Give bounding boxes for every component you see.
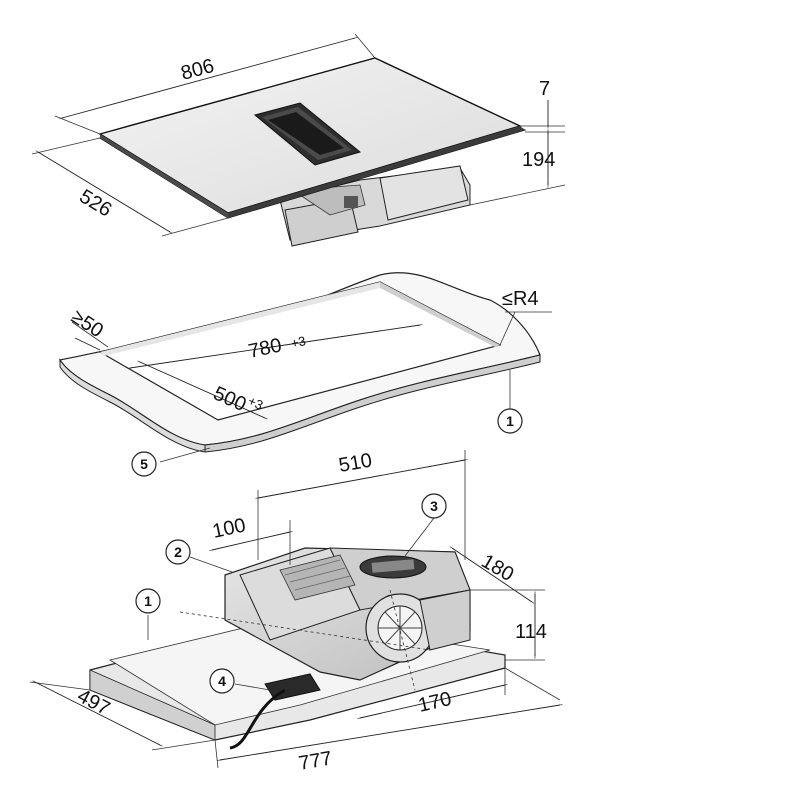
callout-4: 4: [209, 668, 235, 694]
connector-block: [344, 196, 358, 208]
cutout-depth-tolerance: +3: [246, 393, 266, 413]
svg-text:1: 1: [506, 413, 514, 429]
unit-offset-label: 100: [210, 514, 247, 542]
cooktop-illustration: [98, 57, 527, 247]
unit-outlet-label: 170: [416, 688, 453, 717]
cooktop-thickness-label: 7: [539, 78, 550, 100]
callout-5: 5: [131, 451, 157, 477]
svg-text:4: 4: [218, 673, 226, 689]
cooktop-depth-label: 526: [75, 185, 115, 221]
unit-side-label: 180: [478, 550, 518, 586]
worktop-cutout-illustration: [59, 272, 541, 453]
svg-text:5: 5: [140, 456, 148, 472]
svg-text:1: 1: [144, 593, 152, 609]
callout-markers: 1 5 2 3 1 4: [131, 408, 523, 694]
callout-3: 3: [421, 493, 447, 519]
unit-width-label: 510: [337, 449, 374, 476]
svg-text:2: 2: [174, 544, 182, 560]
callout-1-top: 1: [497, 408, 523, 434]
cooktop-height-label: 194: [522, 149, 555, 171]
extractor-unit-illustration: [89, 547, 506, 750]
unit-base-width-label: 777: [297, 747, 334, 774]
callout-1-bottom: 1: [135, 588, 161, 614]
cutout-radius-label: ≤R4: [502, 288, 539, 310]
cooktop-width-label: 806: [179, 55, 217, 85]
cutout-width-tolerance: +3: [290, 333, 308, 351]
cutout-edge-label: ≥50: [67, 306, 107, 343]
svg-text:3: 3: [430, 498, 438, 514]
callout-2: 2: [165, 539, 191, 565]
unit-height-label: 114: [515, 621, 547, 643]
